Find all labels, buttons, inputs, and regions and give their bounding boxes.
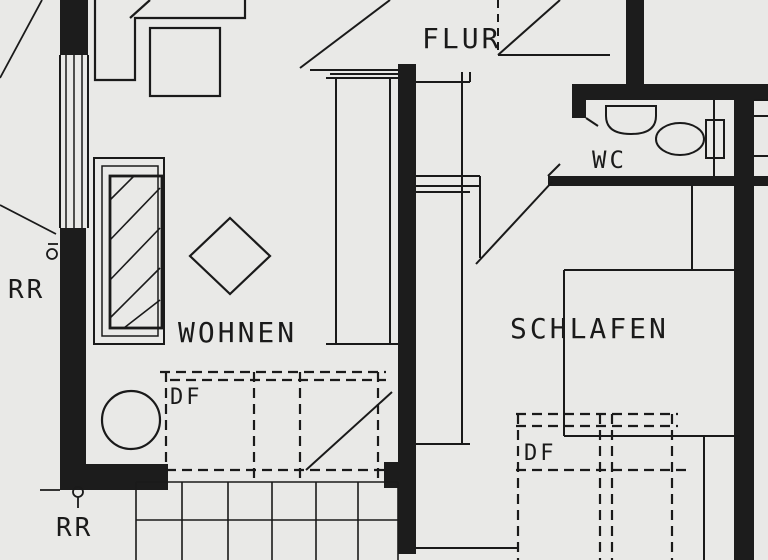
right-wall [734, 84, 754, 560]
diamond-symbol [188, 216, 272, 296]
room-label-schlafen: SCHLAFEN [510, 312, 669, 345]
balcony-grid [135, 481, 518, 560]
flur-stair-lines [299, 0, 610, 71]
walls [60, 0, 768, 560]
bedroom-furniture [563, 186, 740, 560]
left-wall-bottom [60, 464, 168, 490]
wc-basin [605, 105, 657, 136]
wc-left-wall-stub [572, 84, 586, 118]
radiator-unit [93, 157, 165, 345]
skylight-left-diagonal [305, 391, 393, 471]
wc-fixtures [547, 99, 768, 177]
room-label-flur: FLUR [422, 22, 501, 55]
left-wall-lower [60, 228, 86, 490]
square-fixture [148, 26, 222, 98]
rr-label-upper: RR [8, 275, 45, 305]
toilet-bowl [655, 122, 705, 156]
center-wall-stub [384, 462, 404, 488]
room-label-wc: WC [592, 146, 627, 174]
skylight-right [516, 412, 686, 560]
left-window [59, 55, 89, 228]
upper-left-fixtures [93, 0, 247, 98]
flur-right-wall [626, 0, 644, 92]
center-wall [398, 64, 416, 554]
left-wall-upper [60, 0, 88, 55]
round-fixture [100, 389, 162, 451]
skylight-left [160, 370, 386, 482]
room-label-wohnen: WOHNEN [178, 316, 297, 349]
wc-bottom-wall [548, 176, 768, 186]
corridor-shelf [416, 72, 553, 445]
rr-label-lower: RR [56, 513, 93, 543]
df-label-left: DF [170, 385, 203, 410]
tall-cabinet [326, 73, 398, 345]
left-edge-lines [0, 0, 84, 508]
df-label-right: DF [524, 441, 557, 466]
wc-top-wall [572, 84, 768, 100]
